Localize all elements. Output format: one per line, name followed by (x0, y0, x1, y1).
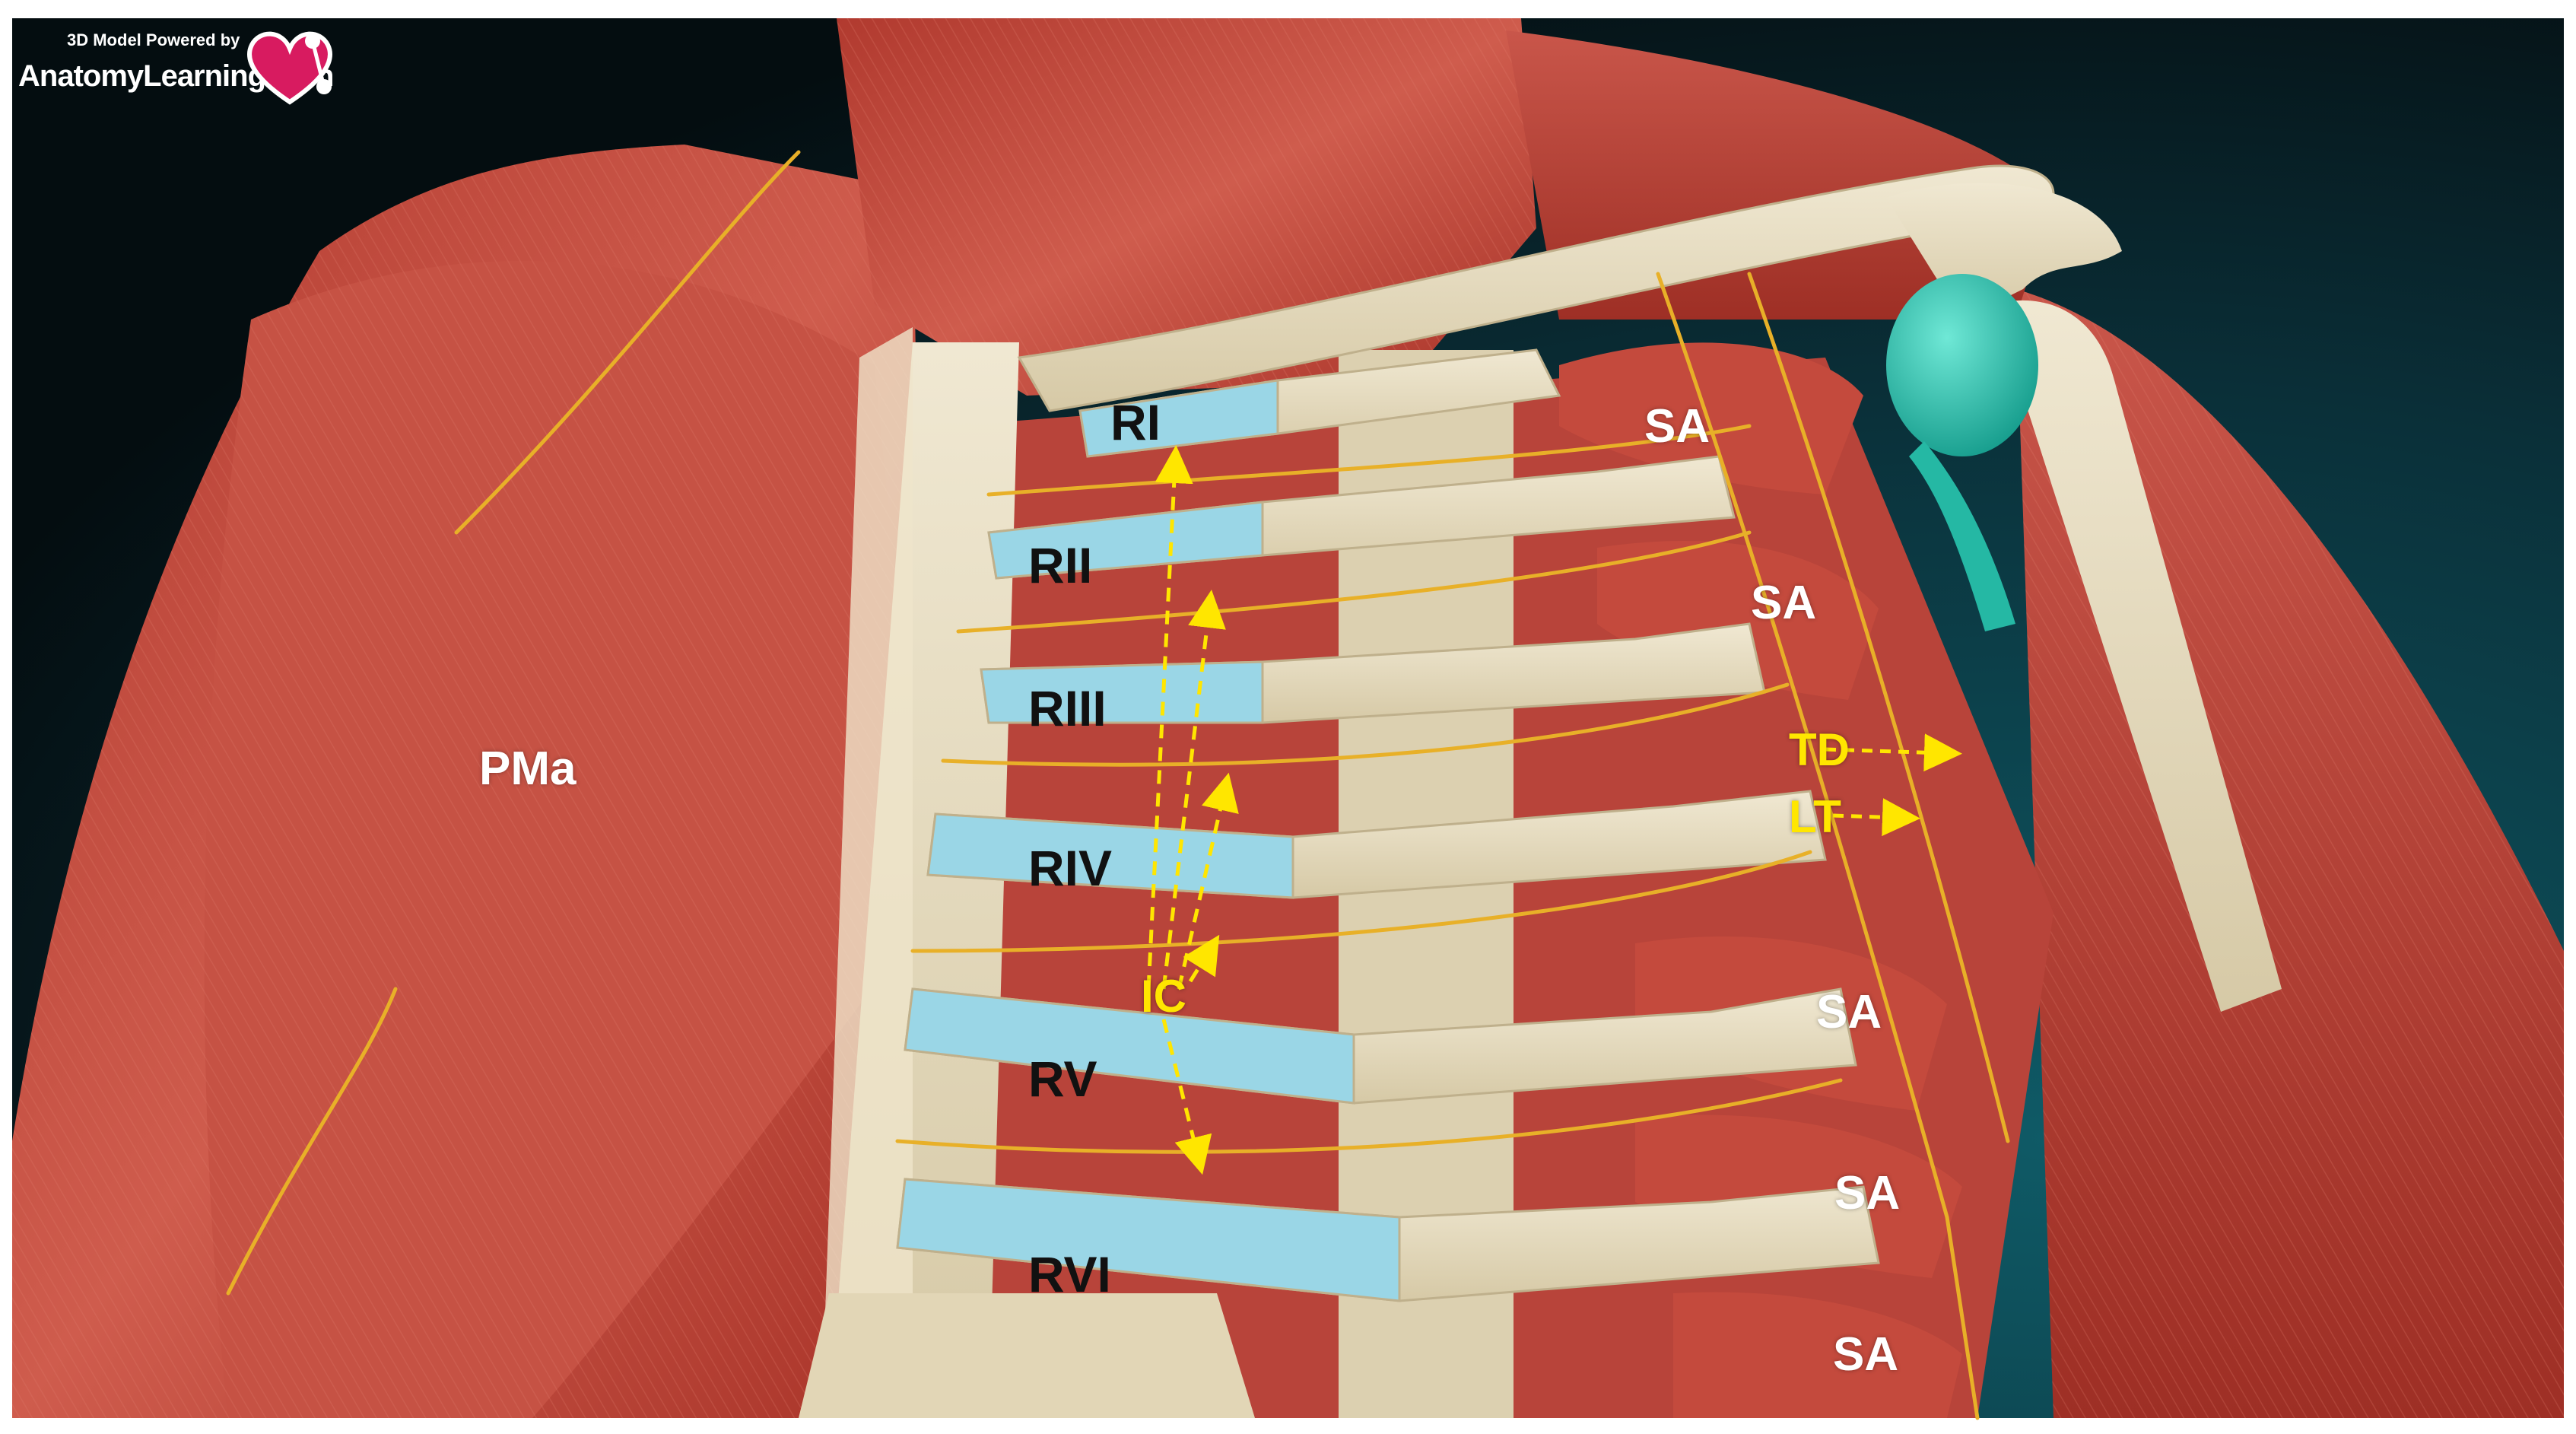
label-td: TD (1789, 724, 1850, 775)
ribs (896, 348, 1880, 1302)
label-rii: RII (1028, 537, 1093, 593)
label-ri: RI (1110, 394, 1161, 450)
label-ic: IC (1141, 971, 1186, 1022)
heart-logo-icon (247, 31, 332, 105)
label-rvi: RVI (1028, 1246, 1111, 1302)
label-sa-1: SA (1644, 400, 1710, 453)
label-riv: RIV (1028, 840, 1113, 896)
label-riii: RIII (1028, 680, 1107, 736)
label-sa-2: SA (1751, 577, 1817, 629)
label-sa-4: SA (1834, 1167, 1901, 1219)
label-pma: PMa (479, 742, 577, 795)
logo-tagline: 3D Model Powered by (67, 30, 240, 49)
label-lt: LT (1789, 791, 1841, 842)
label-sa-5: SA (1833, 1328, 1899, 1381)
label-rv: RV (1028, 1051, 1097, 1107)
label-sa-3: SA (1816, 986, 1882, 1038)
anatomylearning-logo: 3D Model Powered by AnatomyLearning.com (18, 26, 338, 110)
